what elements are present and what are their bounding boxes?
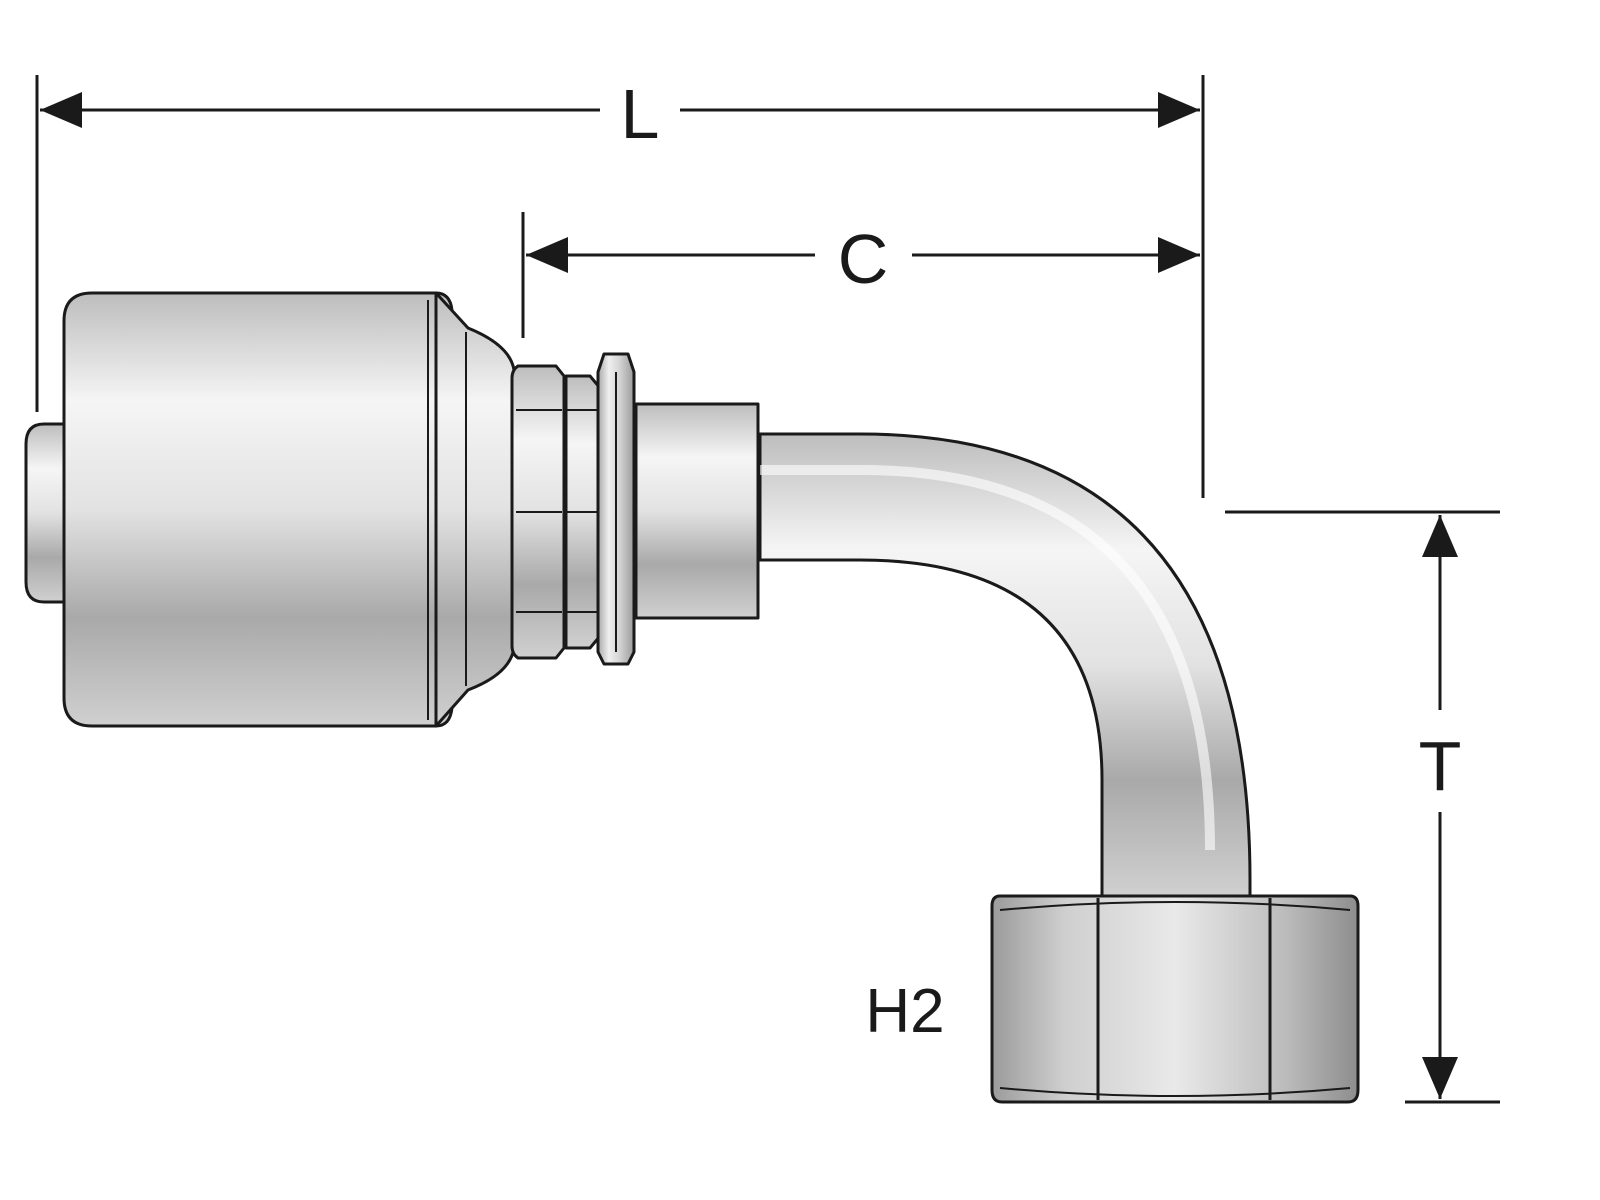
hose-stub: [24, 422, 66, 604]
arrowhead-c-right: [1158, 237, 1200, 273]
arrowhead-l-right: [1158, 92, 1200, 128]
arrowhead-c-left: [526, 237, 568, 273]
bent-tube: [758, 432, 1252, 898]
hose-fitting: [24, 291, 1360, 1104]
tube-collar: [634, 402, 760, 620]
hex-chamfer-top: [999, 901, 1351, 911]
dimension-c: [521, 212, 1200, 338]
hex-chamfer-bottom: [999, 1087, 1351, 1097]
arrowhead-t-top: [1422, 515, 1458, 557]
crimp-socket: [62, 291, 454, 728]
swivel-hex-nut: [990, 894, 1360, 1104]
label-c: C: [838, 220, 889, 298]
arrowhead-t-bottom: [1422, 1057, 1458, 1099]
dimension-t: [1225, 510, 1500, 1104]
socket-taper: [434, 291, 516, 728]
bent-tube-highlight: [760, 465, 1215, 851]
arrowhead-l-left: [40, 92, 82, 128]
dimension-l: [35, 75, 1205, 498]
label-h2: H2: [865, 977, 944, 1046]
label-l: L: [621, 75, 660, 153]
label-t: T: [1419, 727, 1462, 805]
